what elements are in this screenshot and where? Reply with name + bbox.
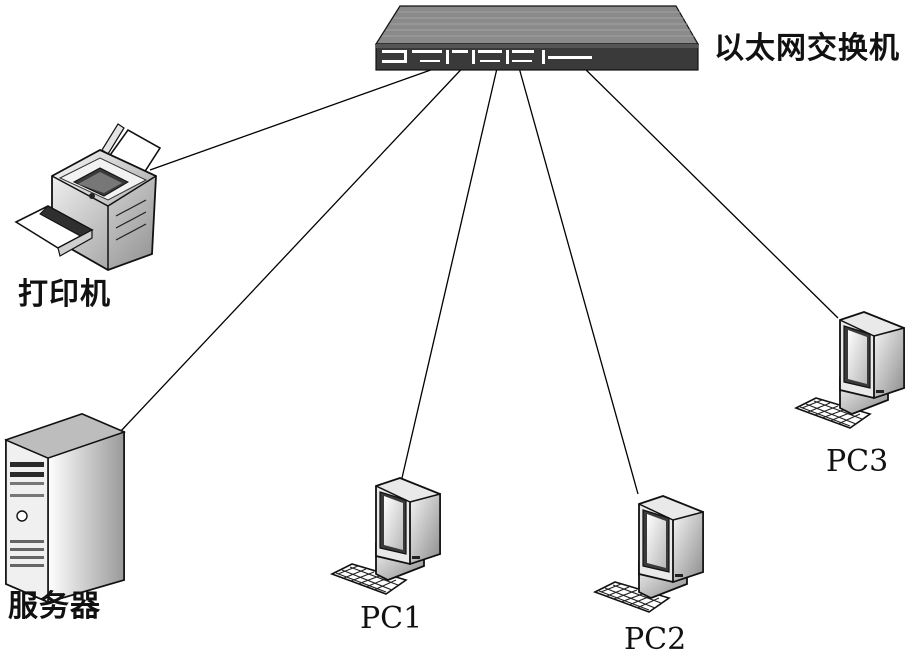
ethernet-switch-icon [374, 5, 700, 71]
switch-label: 以太网交换机 [714, 31, 900, 66]
pc3-label: PC3 [826, 444, 889, 479]
pc2-computer-icon [594, 495, 704, 613]
server-icon [4, 413, 126, 604]
link-switch-pc1 [401, 63, 499, 479]
printer-label: 打印机 [18, 277, 111, 312]
pc1-computer-icon [331, 477, 441, 595]
link-switch-server [119, 59, 471, 433]
printer-icon [14, 123, 162, 271]
link-switch-pc3 [577, 61, 839, 319]
link-switch-printer [149, 55, 471, 171]
pc2-label: PC2 [624, 622, 687, 657]
server-label: 服务器 [8, 589, 101, 624]
pc1-label: PC1 [360, 601, 423, 636]
link-switch-pc2 [517, 63, 639, 495]
pc3-computer-icon [795, 311, 905, 429]
